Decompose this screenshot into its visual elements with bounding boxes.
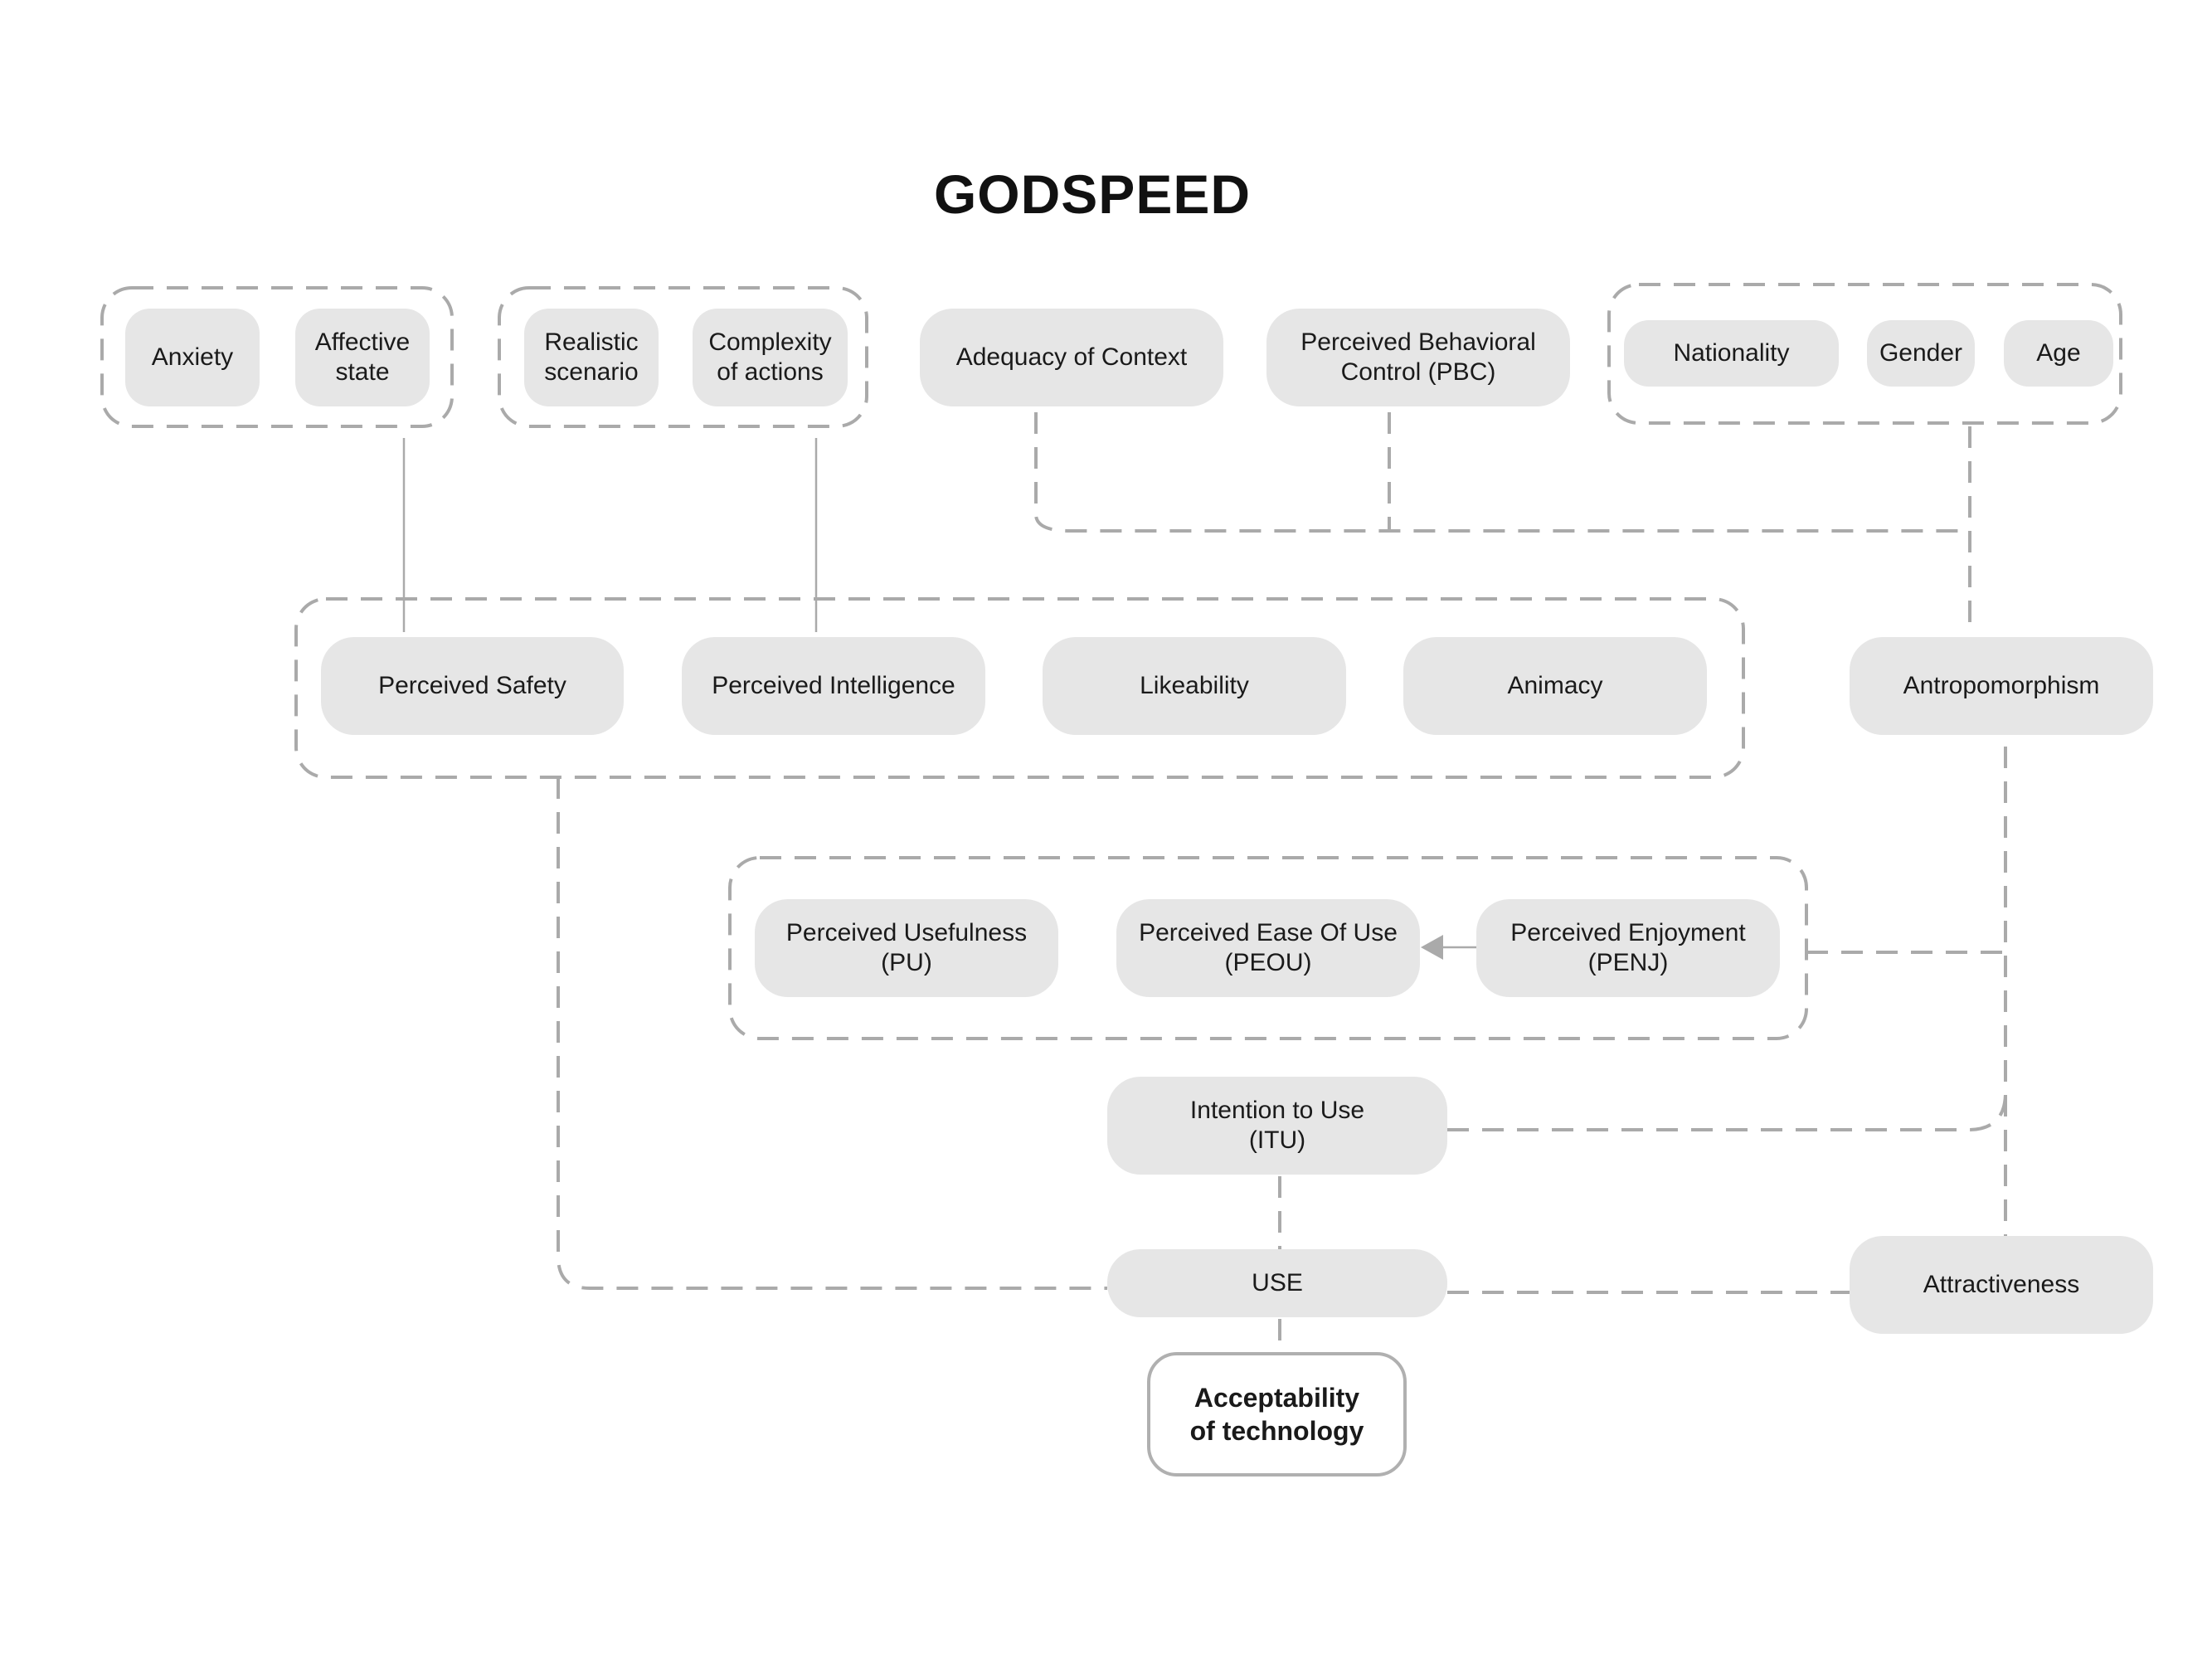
node-attractiveness: Attractiveness [1850, 1236, 2153, 1334]
arrowhead-peou [1421, 935, 1443, 960]
connector-context-demographics [1034, 412, 1970, 533]
node-perceived-ease-of-use: Perceived Ease Of Use (PEOU) [1116, 899, 1420, 997]
node-antropomorphism: Antropomorphism [1850, 637, 2153, 735]
node-acceptability-of-technology: Acceptability of technology [1147, 1352, 1407, 1477]
node-use: USE [1107, 1249, 1447, 1317]
group-tam [728, 856, 1808, 1040]
connector-safety-use [557, 777, 1107, 1290]
diagram-title: GODSPEED [933, 163, 1252, 225]
node-adequacy-of-context: Adequacy of Context [920, 309, 1223, 406]
node-perceived-behavioral-control: Perceived Behavioral Control (PBC) [1266, 309, 1570, 406]
connector-itu-right [1447, 1092, 2007, 1131]
node-complexity-of-actions: Complexity of actions [693, 309, 848, 406]
node-animacy: Animacy [1403, 637, 1707, 735]
node-perceived-safety: Perceived Safety [321, 637, 624, 735]
node-age: Age [2004, 320, 2113, 387]
node-affective-state: Affective state [295, 309, 430, 406]
group-demographics [1607, 283, 2122, 425]
node-intention-to-use: Intention to Use (ITU) [1107, 1077, 1447, 1175]
node-perceived-intelligence: Perceived Intelligence [682, 637, 985, 735]
node-likeability: Likeability [1043, 637, 1346, 735]
node-perceived-usefulness: Perceived Usefulness (PU) [755, 899, 1058, 997]
node-perceived-enjoyment: Perceived Enjoyment (PENJ) [1476, 899, 1780, 997]
node-gender: Gender [1867, 320, 1975, 387]
node-realistic-scenario: Realistic scenario [524, 309, 659, 406]
group-scenario [498, 286, 868, 428]
node-anxiety: Anxiety [125, 309, 260, 406]
group-emotional [100, 286, 454, 428]
node-nationality: Nationality [1624, 320, 1839, 387]
